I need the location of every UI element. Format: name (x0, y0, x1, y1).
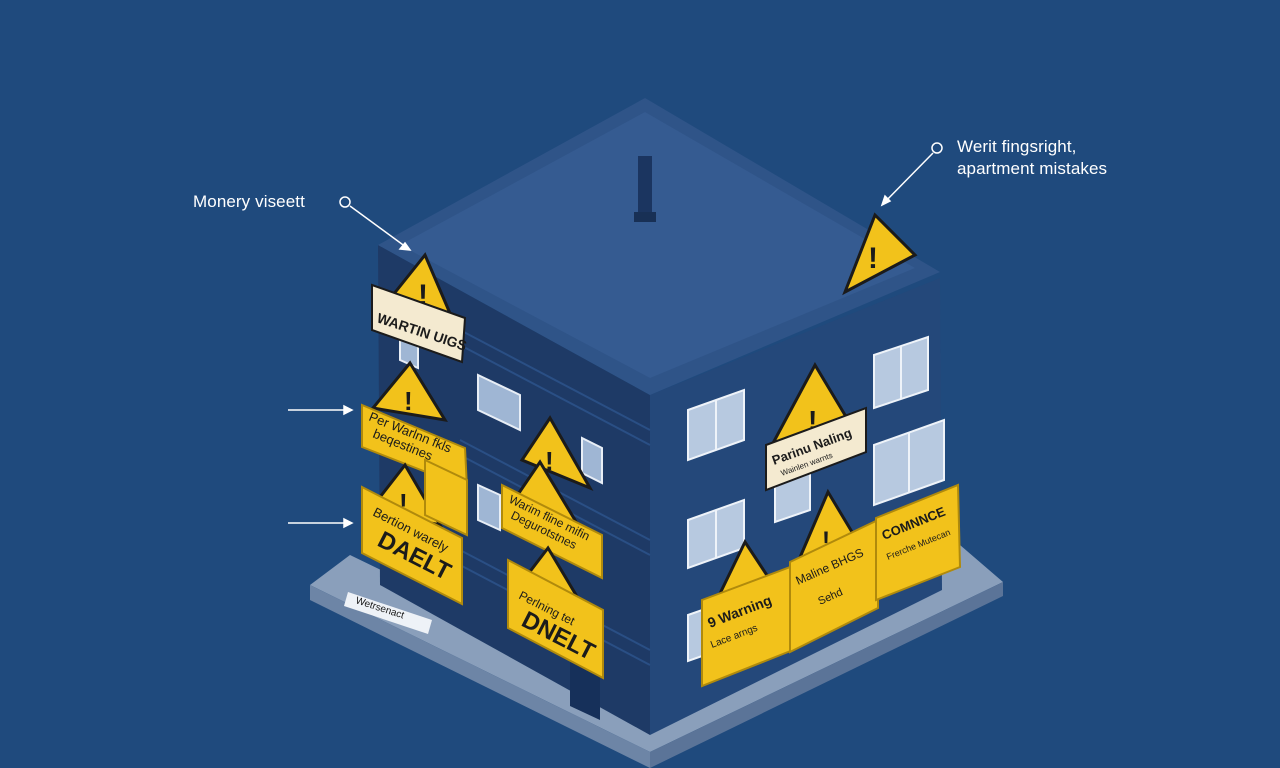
ground-slab-edge-right (650, 582, 1003, 768)
svg-text:!: ! (399, 488, 408, 518)
roof-vent (638, 156, 652, 222)
center-lower-sign: Perlning tet DNELT (507, 545, 604, 680)
callout-right-label-line2: apartment mistakes (957, 159, 1108, 178)
svg-text:!: ! (868, 242, 878, 275)
roof-inner (400, 112, 915, 378)
ground-slab-edge (310, 585, 650, 768)
callout-pointers (288, 142, 943, 529)
svg-text:!: ! (822, 527, 830, 554)
side-small-sign (424, 458, 468, 537)
left-windows (399, 333, 603, 532)
center-upper-triangle: ! (519, 415, 594, 492)
warning-triangle-roof-right: ! (842, 212, 918, 296)
center-upper-sign: Warim fline mifin Degurotstnes (501, 459, 603, 580)
right-middle-sign: ! Maline BHGS Sehd (789, 488, 879, 654)
window-mullions (715, 346, 910, 558)
svg-text:!: ! (808, 405, 817, 436)
roof-vent-base (634, 212, 656, 222)
svg-text:!: ! (545, 446, 554, 476)
right-edge-sign: COMNNCE Frerche Mutecan (875, 483, 962, 602)
left-lower-sign: ! Bertion warely DAELT (361, 462, 463, 606)
svg-text:!: ! (404, 386, 413, 416)
right-banner-sign: ! Parinu Naling Wainlen warnts (765, 361, 867, 492)
svg-text:!: ! (418, 279, 428, 312)
right-warning-sign: 9 Warning Lace arngs (701, 538, 794, 688)
callout-left-label: Monery viseett (193, 192, 305, 211)
callout-right-label-line1: Werit fingsright, (957, 137, 1077, 156)
